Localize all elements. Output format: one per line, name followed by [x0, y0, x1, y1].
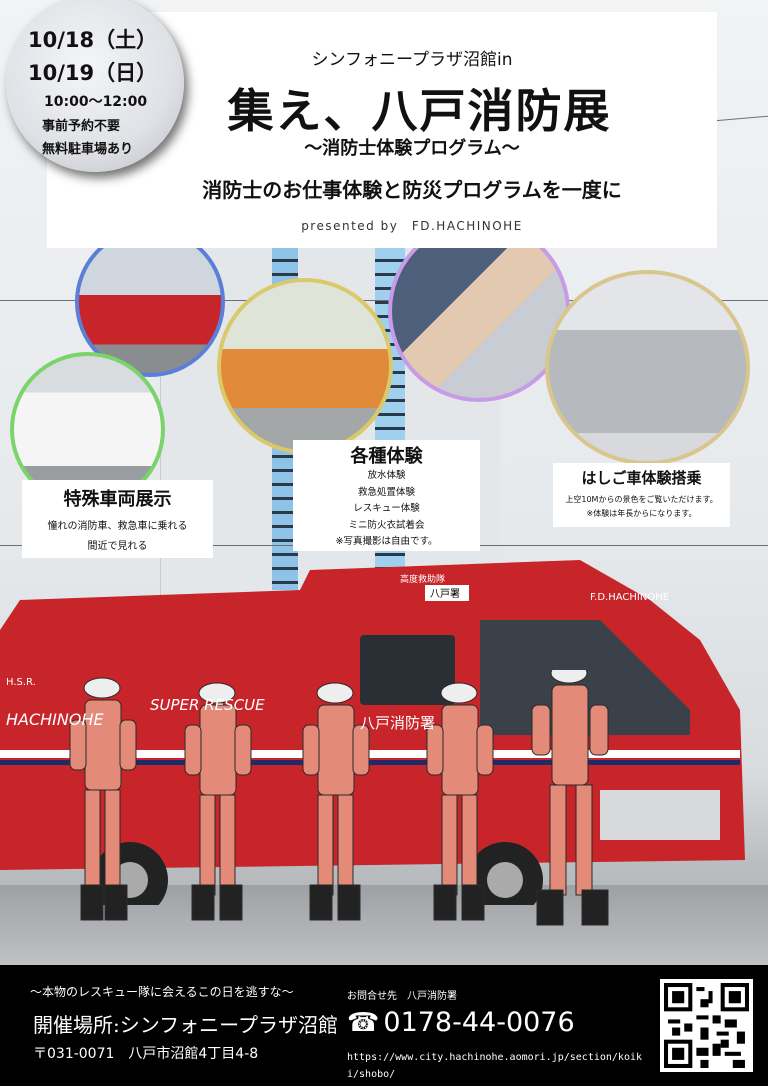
experiences-title: 各種体験 [350, 446, 423, 467]
truck-stripe [0, 760, 740, 765]
no-reservation-note: 事前予約不要 [42, 119, 121, 134]
phone: ☎ 0178-44-0076 [347, 1007, 575, 1038]
wire [0, 300, 768, 301]
event-time: 10:00〜12:00 [44, 94, 148, 110]
ladder-line: 上空10Mからの景色をご覧いただけます。 [565, 495, 718, 504]
experiences-line: ミニ防火衣試着会 [348, 519, 425, 531]
wheel-hub [487, 862, 523, 898]
firefighter [184, 682, 252, 921]
date-badge: 10/18（土） 10/19（日） 10:00〜12:00 事前予約不要 無料駐… [6, 0, 184, 172]
date-day2: 10/19（日） [28, 61, 158, 85]
contact-label: お問合せ先 八戸消防署 [347, 991, 457, 1002]
side-text-right: 八戸消防署 [360, 714, 435, 732]
phone-number: 0178-44-0076 [383, 1007, 575, 1038]
truck-grille [600, 790, 720, 840]
experiences-line: ※写真撮影は自由です。 [335, 536, 438, 547]
corner-label: H.S.R. [6, 677, 36, 688]
unit-label: 高度救助隊 [400, 573, 445, 585]
vehicles-title: 特殊車両展示 [63, 489, 172, 510]
free-parking-note: 無料駐車場あり [42, 142, 134, 157]
date-day1: 10/18（土） [28, 28, 158, 52]
firefighter [531, 670, 609, 926]
front-label: F.D.HACHINOHE [590, 592, 669, 603]
website-url[interactable]: https://www.city.hachinohe.aomori.jp/sec… [347, 1052, 643, 1080]
qr-code-icon [664, 983, 749, 1068]
ladder-line: ※体験は年長からになります。 [586, 509, 697, 518]
presented-by: presented by FD.HACHINOHE [301, 219, 523, 233]
firefighter [302, 682, 370, 921]
firefighter [69, 677, 137, 921]
vehicles-line: 憧れの消防車、救急車に乗れる [47, 521, 188, 532]
ladder-panel: はしご車体験搭乗 上空10Mからの景色をご覧いただけます。 ※体験は年長からにな… [553, 463, 730, 527]
experiences-panel: 各種体験 放水体験 救急処置体験 レスキュー体験 ミニ防火衣試着会 ※写真撮影は… [293, 440, 480, 551]
firefighter [426, 682, 494, 921]
photo-child-helmet [217, 278, 393, 454]
experiences-line: 救急処置体験 [357, 486, 415, 498]
experiences-line: レスキュー体験 [353, 503, 420, 514]
page-title: 集え、八戸消防展 [227, 84, 612, 138]
photo-ladder-basket [545, 270, 750, 465]
truck-window [360, 635, 455, 705]
experiences-line: 放水体験 [367, 470, 406, 481]
venue: 開催場所:シンフォニープラザ沼館 [33, 1013, 338, 1037]
vehicles-panel: 特殊車両展示 憧れの消防車、救急車に乗れる 間近で見れる [22, 480, 213, 558]
station-plate: 八戸署 [430, 588, 460, 600]
side-text-mid: SUPER RESCUE [150, 696, 265, 714]
address: 〒031-0071 八戸市沼館4丁目4-8 [33, 1046, 259, 1062]
qr-code[interactable] [660, 979, 753, 1072]
firefighters [69, 670, 609, 926]
ladder-title: はしご車体験搭乗 [581, 469, 702, 487]
tagline: 〜本物のレスキュー隊に会えるこの日を逃すな〜 [30, 985, 294, 999]
footer: 〜本物のレスキュー隊に会えるこの日を逃すな〜 開催場所:シンフォニープラザ沼館 … [0, 965, 768, 1086]
venue-in: シンフォニープラザ沼館in [311, 50, 513, 70]
telephone-icon: ☎ [347, 1007, 380, 1038]
subtitle: 〜消防士体験プログラム〜 [304, 138, 520, 159]
lead-text: 消防士のお仕事体験と防災プログラムを一度に [202, 178, 622, 202]
vehicles-line: 間近で見れる [87, 541, 148, 552]
side-text-left: HACHINOHE [6, 710, 104, 729]
truck-side-lettering: HACHINOHE SUPER RESCUE 八戸消防署 [6, 696, 435, 732]
truck-stripe [0, 750, 740, 758]
